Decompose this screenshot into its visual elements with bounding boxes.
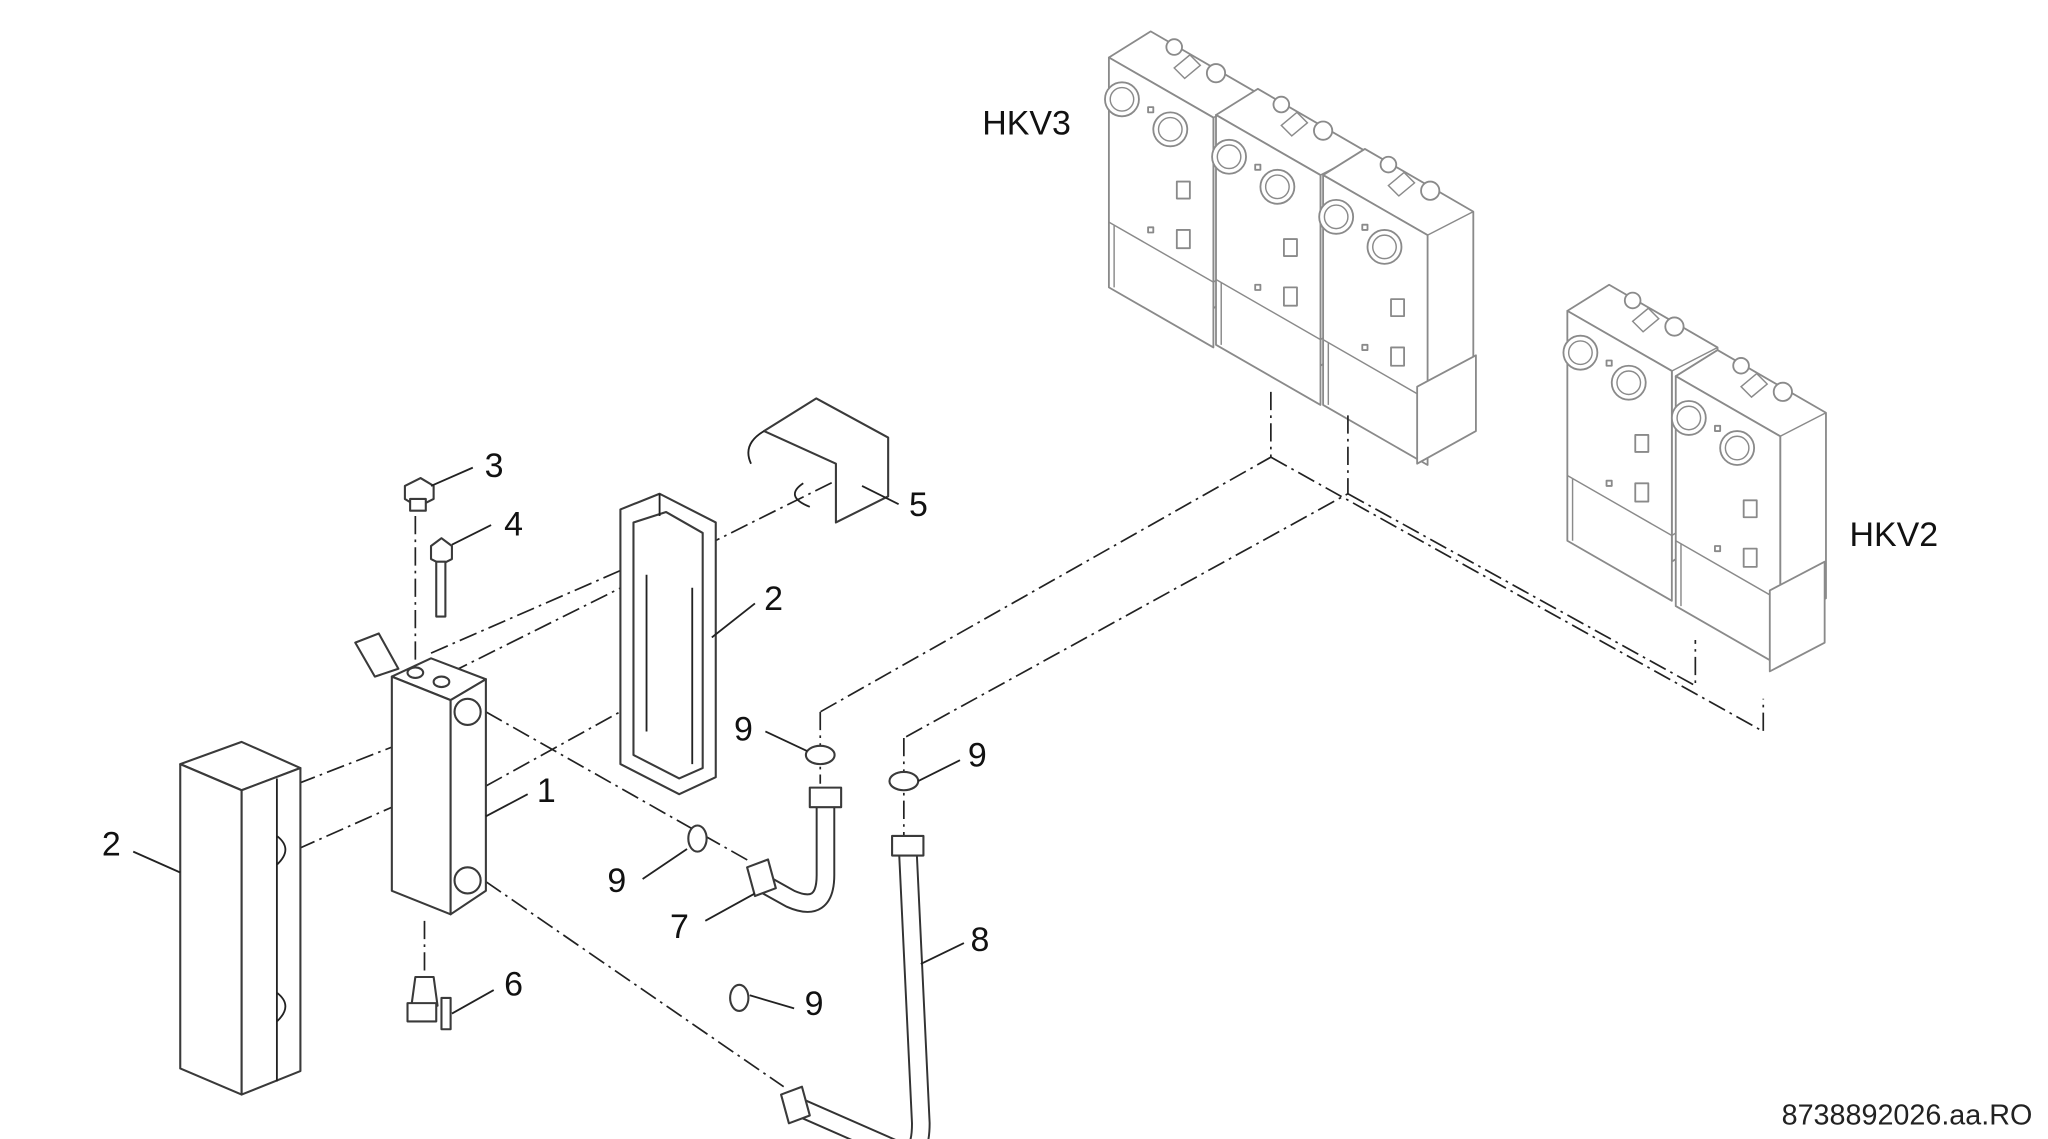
- callout-5: 5: [909, 486, 928, 524]
- callout-3: 3: [485, 447, 504, 485]
- hkv3-module-3: [1318, 148, 1477, 466]
- seal-ring-3: [687, 824, 708, 853]
- air-vent: [403, 477, 435, 512]
- callout-1: 1: [537, 772, 556, 810]
- insulation-shell-left: [179, 740, 302, 1096]
- document-number: 8738892026.aa.RO: [1782, 1100, 2033, 1132]
- callout-9-top-left: 9: [734, 711, 753, 749]
- callout-7: 7: [670, 908, 689, 946]
- group-label-hkv3: HKV3: [982, 105, 1071, 143]
- callout-4: 4: [504, 506, 523, 544]
- connection-pipe-short: [746, 786, 843, 913]
- callout-6: 6: [504, 965, 523, 1003]
- callout-9-bottom: 9: [805, 985, 824, 1023]
- callout-2-right: 2: [764, 580, 783, 618]
- callout-9-middle: 9: [607, 862, 626, 900]
- connection-pipe-long: [780, 834, 931, 1139]
- insulation-shell-right: [619, 492, 717, 796]
- callout-8: 8: [970, 921, 989, 959]
- seal-ring-2: [888, 770, 920, 792]
- drain-valve: [406, 975, 452, 1031]
- hydraulic-separator: [354, 632, 487, 916]
- seal-ring-1: [804, 744, 836, 766]
- wall-bracket: [747, 397, 890, 524]
- group-label-hkv2: HKV2: [1849, 516, 1938, 554]
- callout-2-left: 2: [102, 826, 121, 864]
- hkv2-module-2: [1670, 349, 1827, 673]
- seal-ring-4: [729, 983, 750, 1013]
- sensor-well: [429, 537, 453, 618]
- callout-9-top-right: 9: [968, 737, 987, 775]
- leader-lines: [132, 466, 965, 1015]
